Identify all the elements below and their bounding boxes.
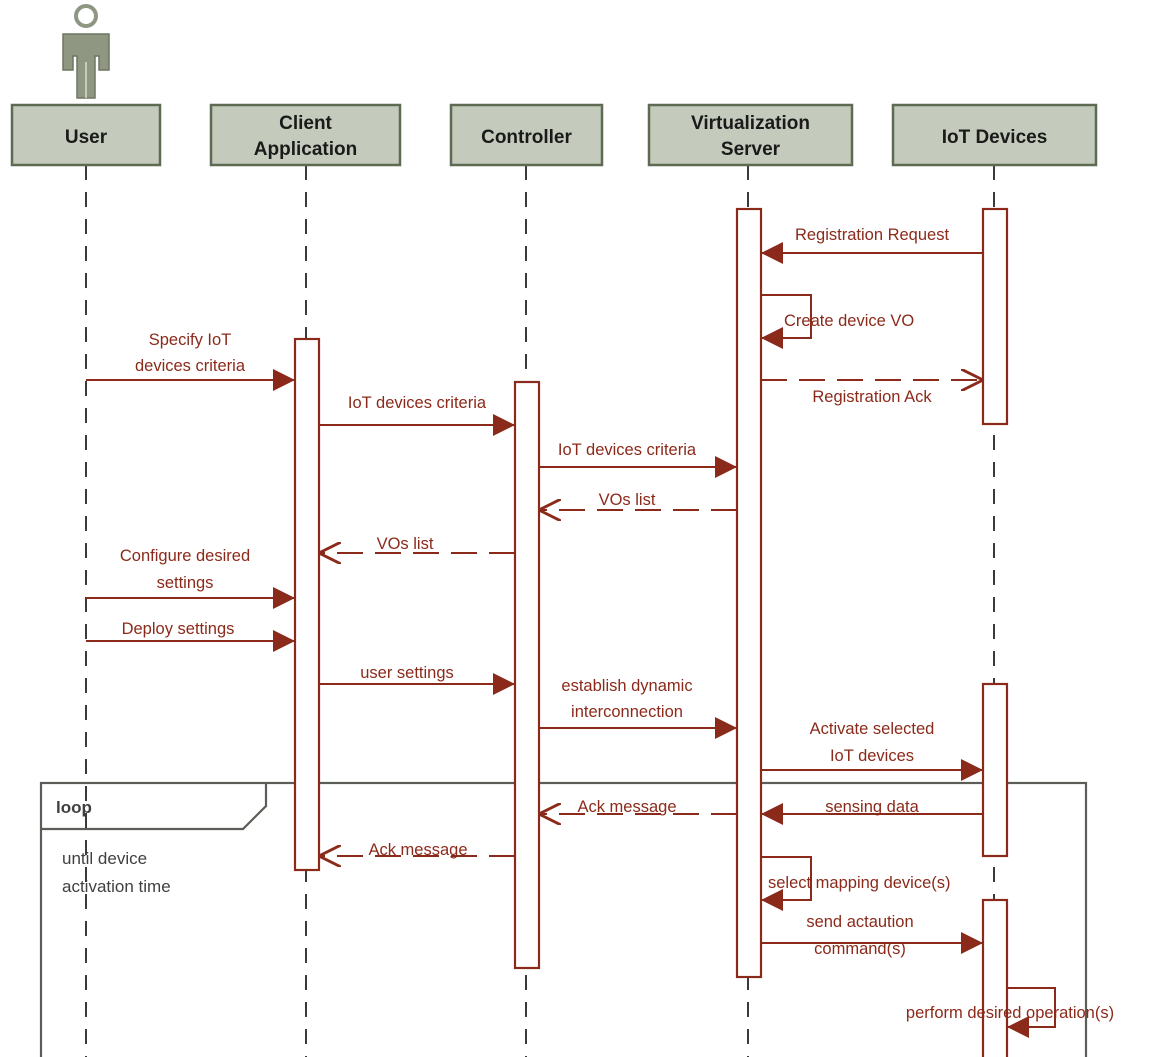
message-label: Activate selected [810,720,935,738]
message-ack-to-controller: Ack message [539,798,737,816]
message-label: sensing data [825,798,919,816]
message-criteria-to-server: IoT devices criteria [539,441,737,478]
message-label: IoT devices criteria [558,441,697,459]
self-message-arrow [761,856,812,911]
message-create-device-vo: Create device VO [761,294,914,349]
activation-controller-main [513,380,541,970]
message-label: send actaution [806,913,913,931]
header-box [209,103,402,167]
lifeline-label: Virtualization [691,113,810,134]
message-label: Specify IoT [149,331,232,349]
activation-client-main [293,337,321,872]
lifeline-header-user: User [10,103,162,167]
message-label: VOs list [599,491,656,509]
header-box [891,103,1098,167]
message-label: settings [157,574,214,592]
message-label: Registration Ack [812,388,932,406]
message-label: IoT devices criteria [348,394,487,412]
activation-vserver-main [735,207,763,979]
message-ack-to-client: Ack message [319,841,515,859]
activation-iot-actuation [981,898,1009,1057]
message-label: establish dynamic [561,677,692,695]
header-box [647,103,854,167]
message-label: select mapping device(s) [768,874,951,892]
activation-iot-registration [981,207,1009,426]
lifeline-label: IoT Devices [942,127,1048,148]
message-label: devices criteria [135,357,246,375]
loop-fragment: loop until device activation time [39,781,1088,1057]
message-label: Create device VO [784,312,914,330]
message-specify-criteria: Specify IoT devices criteria [86,331,295,391]
message-label: Ack message [368,841,467,859]
message-perform-operation: perform desired operation(s) [906,987,1114,1038]
lifeline-label: Server [721,139,781,160]
lifeline-header-iot: IoT Devices [891,103,1098,167]
self-message-arrow [1007,987,1056,1038]
lifeline-label: User [65,127,108,148]
message-label: VOs list [377,535,434,553]
message-label: Registration Request [795,226,949,244]
message-deploy-settings: Deploy settings [86,620,295,652]
message-registration-ack: Registration Ack [761,380,983,406]
message-label: user settings [360,664,454,682]
message-send-actuation: send actaution command(s) [761,913,983,958]
loop-tab [41,783,268,831]
lifeline-label: Controller [481,127,572,148]
message-user-settings: user settings [319,664,515,695]
message-establish-interconnection: establish dynamic interconnection [539,677,737,739]
message-vos-list-to-client: VOs list [319,535,515,553]
loop-frame [39,781,1088,1057]
loop-guard-line: until device [62,849,147,868]
lifeline-label: Application [254,139,357,160]
message-label: IoT devices [830,747,914,765]
message-label: interconnection [571,703,683,721]
message-configure-settings: Configure desired settings [86,547,295,609]
message-label: command(s) [814,940,906,958]
header-box [449,103,604,167]
self-message-arrow [761,294,812,349]
message-select-mapping: select mapping device(s) [761,856,951,911]
activation-iot-activation [981,682,1009,858]
message-label: Ack message [577,798,676,816]
message-label: perform desired operation(s) [906,1004,1114,1022]
actor-icon [62,4,110,99]
lifeline-label: Client [279,113,332,134]
header-box [10,103,162,167]
message-vos-list-to-controller: VOs list [539,491,737,510]
message-registration-request: Registration Request [761,226,983,264]
message-label: Deploy settings [122,620,235,638]
lifeline-header-controller: Controller [449,103,604,167]
message-criteria-to-controller: IoT devices criteria [319,394,515,436]
message-sensing-data: sensing data [761,798,983,825]
message-label: Configure desired [120,547,250,565]
loop-title: loop [56,798,92,817]
loop-guard-line: activation time [62,877,171,896]
